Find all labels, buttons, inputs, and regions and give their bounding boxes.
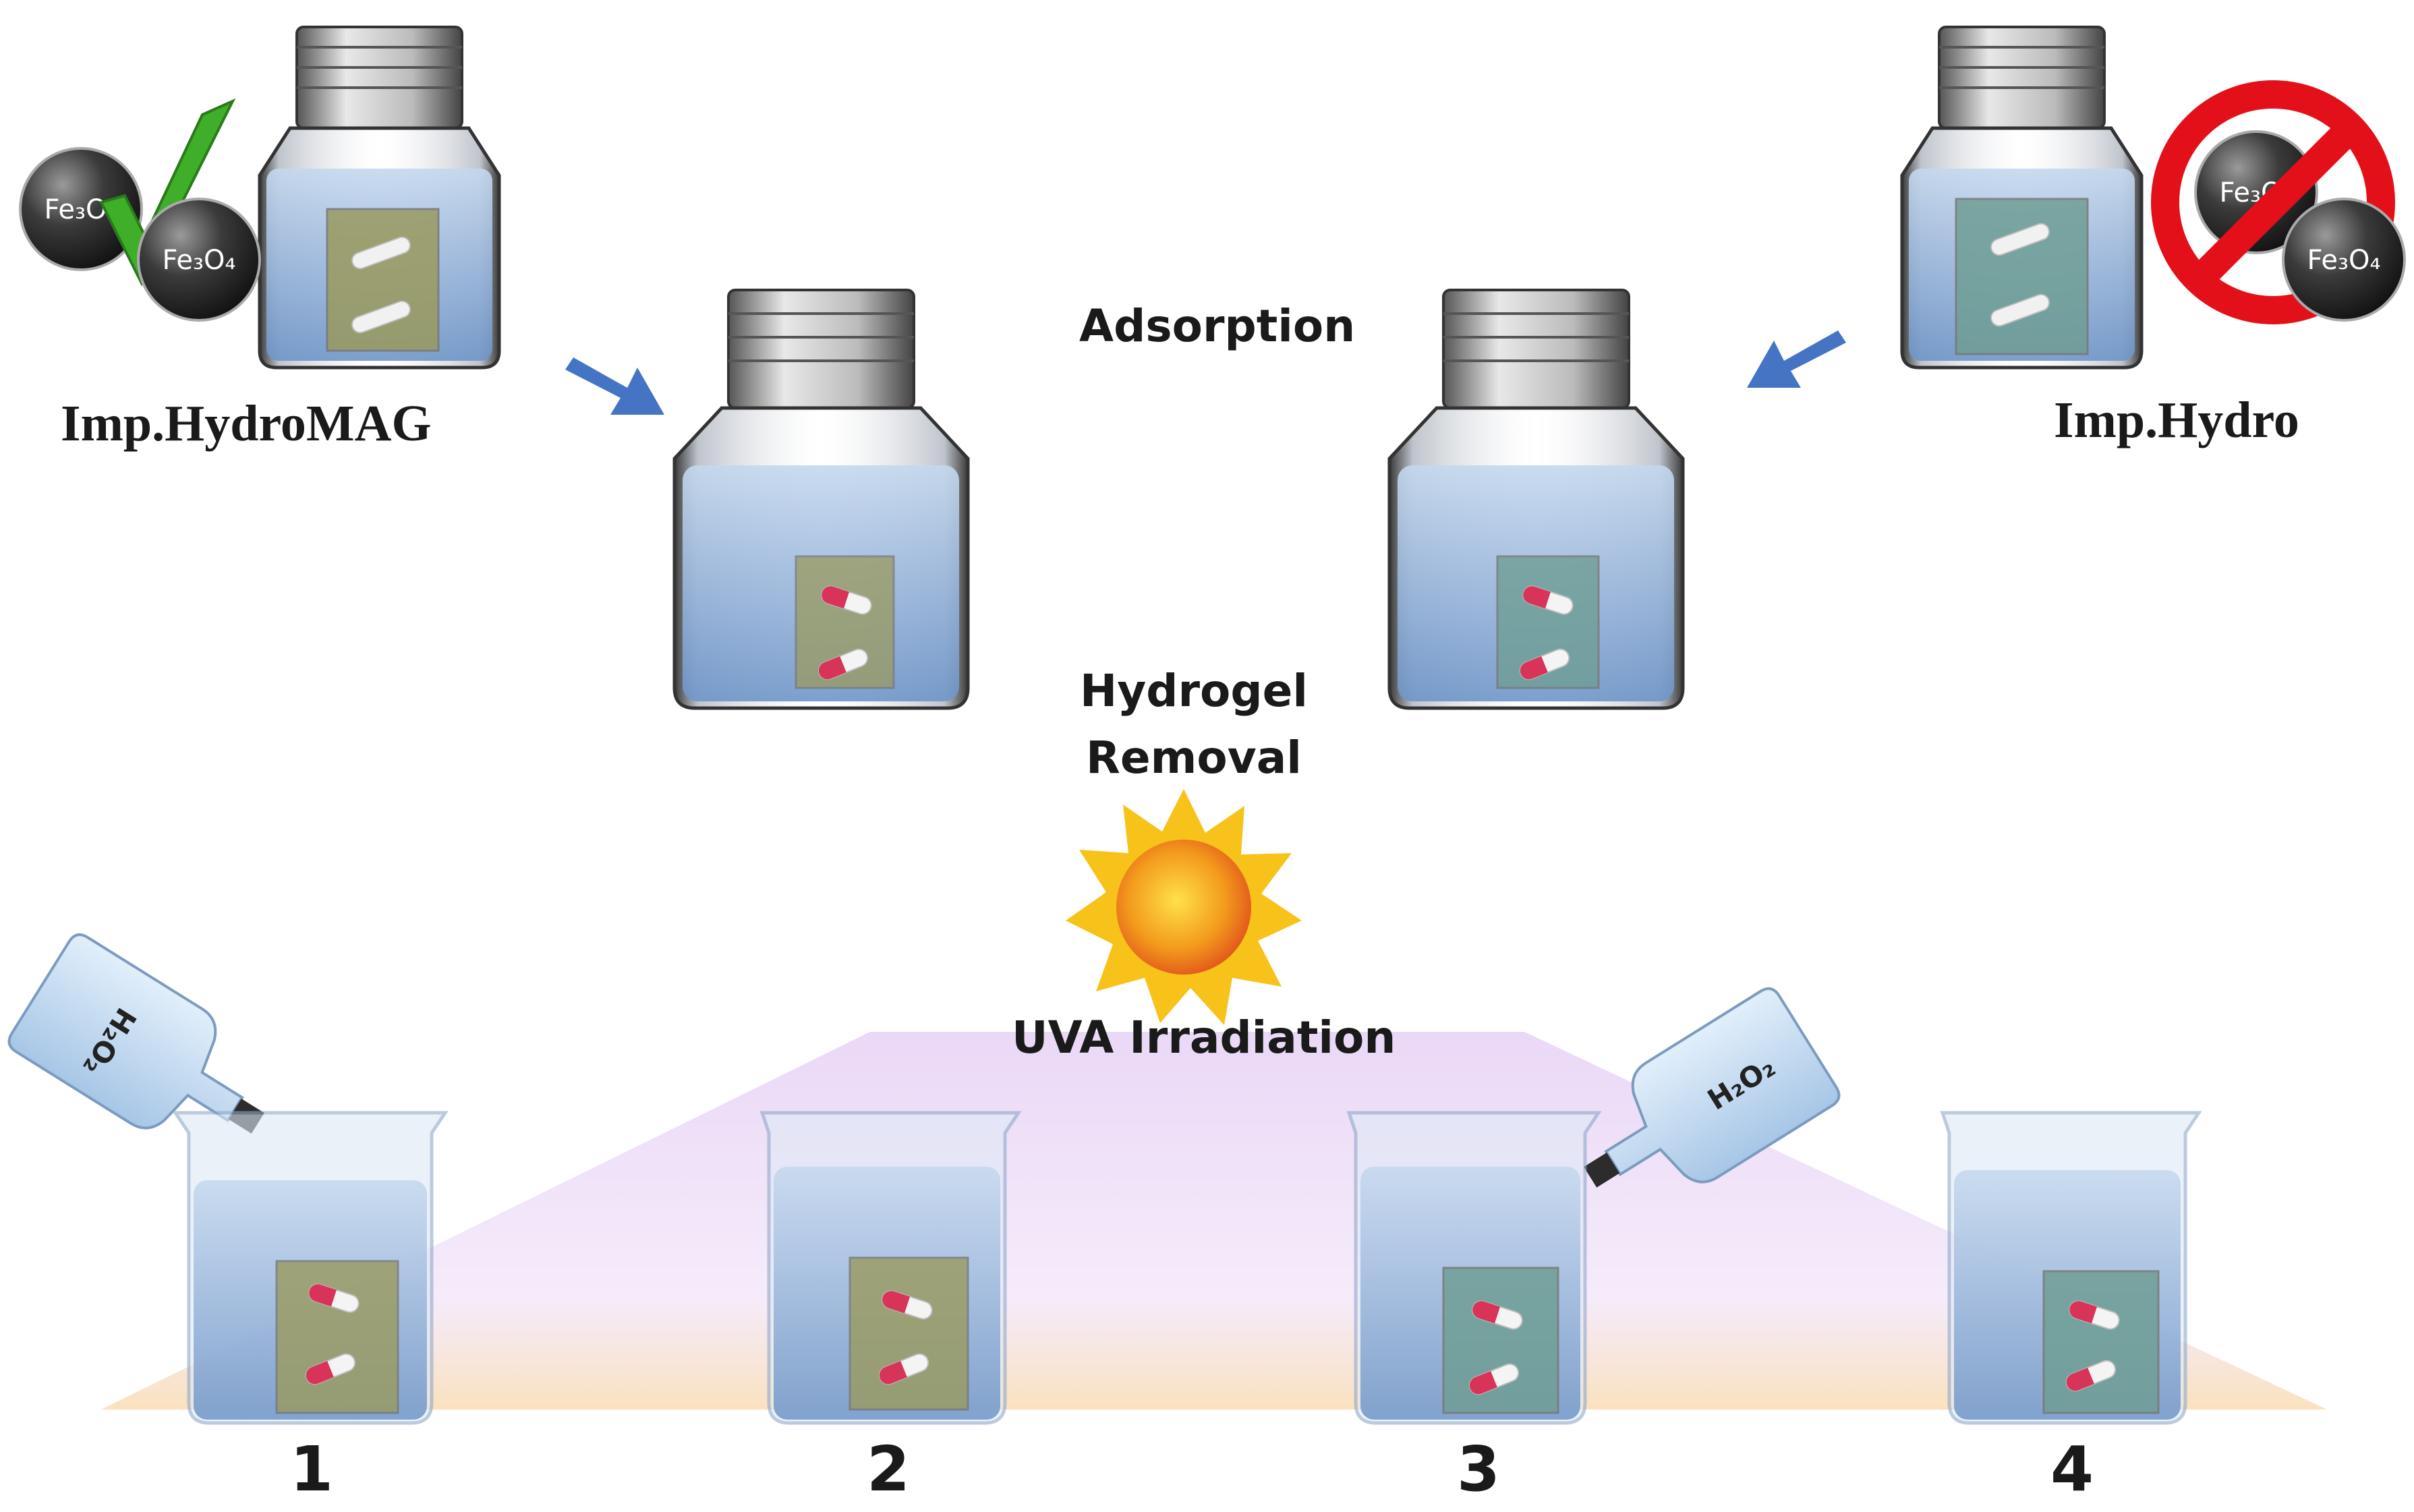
h2o2-bottle-right: H₂O₂ — [1584, 987, 1841, 1188]
arrow-icon — [565, 357, 664, 415]
beaker-1 — [172, 1111, 449, 1425]
beaker-number-3: 3 — [1457, 1433, 1501, 1505]
beaker-number-1: 1 — [290, 1433, 334, 1505]
vial-adsorption-left — [672, 289, 970, 710]
beaker-4 — [1940, 1111, 2202, 1425]
fe3o4-particles-left: Fe₃O₄ Fe₃O₄ — [19, 98, 261, 322]
fe3o4-label: Fe₃O₄ — [163, 245, 236, 276]
sun-icon — [1066, 789, 1302, 1025]
beaker-3 — [1346, 1111, 1602, 1425]
h2o2-bottle-left: H₂O₂ — [7, 933, 264, 1134]
label-adsorption: Adsorption — [1079, 300, 1356, 352]
label-hydrogel-removal-line2: Removal — [1086, 732, 1302, 784]
uva-light-region — [101, 1032, 2327, 1409]
vial-imp-hydro — [1900, 26, 2144, 370]
vial-imp-hydromag — [258, 26, 501, 370]
label-hydrogel-removal-line1: Hydrogel — [1079, 665, 1309, 717]
label-imp-hydromag: Imp.HydroMAG — [61, 395, 432, 452]
arrow-icon — [1747, 330, 1846, 388]
label-imp-hydro: Imp.Hydro — [2054, 392, 2299, 448]
fe3o4-label: Fe₃O₄ — [2307, 245, 2381, 276]
label-hydrogel-removal: Hydrogel Removal — [1052, 658, 1335, 791]
vial-adsorption-right — [1387, 289, 1685, 710]
prohibit-icon — [2151, 80, 2395, 324]
beaker-number-4: 4 — [2050, 1433, 2094, 1505]
beaker-2 — [759, 1111, 1022, 1425]
beaker-number-2: 2 — [867, 1433, 911, 1505]
fe3o4-particles-right: Fe₃O₄ Fe₃O₄ — [2151, 80, 2406, 324]
label-uva-irradiation: UVA Irradiation — [1012, 1012, 1396, 1064]
